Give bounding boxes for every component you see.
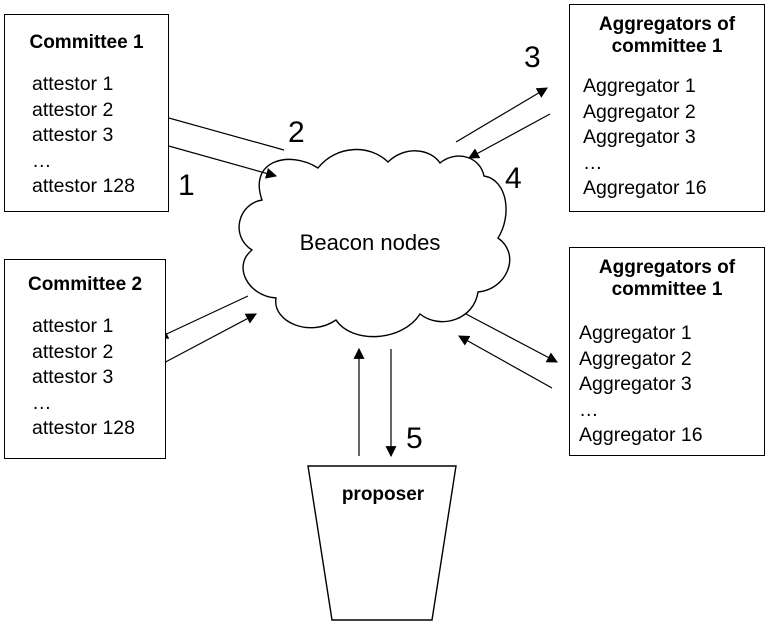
proposer-shape — [307, 465, 457, 621]
arrow-cloud-to-committee-1 — [156, 112, 285, 151]
aggregator-item-ellipsis: … — [579, 398, 599, 421]
committee-2-member: attestor 3 — [32, 366, 114, 388]
aggregator-item: Aggregator 16 — [579, 424, 703, 446]
aggregators-top-title-line-1: Aggregators of — [598, 14, 736, 35]
aggregator-item: Aggregator 1 — [583, 75, 696, 97]
committee-2-member: attestor 2 — [32, 340, 114, 363]
committee-1-member: attestor 128 — [32, 175, 135, 197]
committee-1-box: Committee 1 attestor 1 attestor 2 attest… — [4, 14, 169, 212]
aggregator-item: Aggregator 1 — [579, 322, 692, 344]
step-1-label: 1 — [178, 169, 195, 202]
aggregator-item: Aggregator 2 — [579, 347, 692, 370]
arrow-aggregators-top-to-cloud — [468, 113, 551, 159]
arrow-committee-1-to-cloud — [157, 142, 278, 179]
committee-1-member: attestor 2 — [32, 98, 114, 121]
committee-1-members: attestor 1 attestor 2 attestor 3 … attes… — [32, 72, 135, 200]
step-3-label: 3 — [524, 41, 541, 74]
aggregator-item: Aggregator 2 — [583, 100, 696, 123]
aggregators-bottom-members: Aggregator 1 Aggregator 2 Aggregator 3 …… — [579, 321, 703, 449]
aggregator-item-ellipsis: … — [583, 151, 603, 174]
aggregator-item: Aggregator 3 — [579, 373, 692, 395]
aggregators-bottom-title-line-2: committee 1 — [611, 279, 723, 300]
proposer-label: proposer — [341, 484, 425, 505]
arrow-cloud-to-committee-2 — [157, 295, 249, 339]
step-2-label: 2 — [288, 116, 305, 149]
beacon-nodes-label: Beacon nodes — [299, 230, 441, 255]
committee-2-member: attestor 128 — [32, 417, 135, 439]
committee-2-title: Committee 2 — [27, 274, 143, 295]
committee-1-member-ellipsis: … — [32, 149, 52, 172]
step-4-label: 4 — [505, 162, 522, 195]
committee-2-member-ellipsis: … — [32, 391, 52, 414]
committee-1-title: Committee 1 — [29, 32, 144, 53]
beacon-nodes-cloud — [238, 148, 511, 338]
arrow-cloud-to-aggregators-bottom — [465, 313, 558, 363]
aggregators-bottom-title-line-1: Aggregators of — [598, 257, 736, 278]
aggregators-top-box: Aggregators of committee 1 Aggregator 1 … — [569, 4, 765, 212]
step-5-label: 5 — [406, 422, 423, 455]
committee-1-member: attestor 1 — [32, 73, 114, 95]
arrow-committee-2-to-cloud — [157, 313, 257, 367]
aggregators-top-title: Aggregators of committee 1 — [570, 14, 764, 58]
committee-2-box: Committee 2 attestor 1 attestor 2 attest… — [4, 259, 166, 459]
aggregators-bottom-title: Aggregators of committee 1 — [570, 257, 764, 301]
aggregator-item: Aggregator 16 — [583, 177, 707, 199]
committee-2-members: attestor 1 attestor 2 attestor 3 … attes… — [32, 314, 135, 442]
committee-2-member: attestor 1 — [32, 315, 114, 337]
aggregator-item: Aggregator 3 — [583, 126, 696, 148]
arrow-aggregators-bottom-to-cloud — [458, 335, 553, 389]
committee-1-member: attestor 3 — [32, 124, 114, 146]
aggregators-top-title-line-2: committee 1 — [611, 36, 723, 57]
aggregators-top-members: Aggregator 1 Aggregator 2 Aggregator 3 …… — [583, 74, 707, 202]
aggregators-bottom-box: Aggregators of committee 1 Aggregator 1 … — [569, 247, 765, 456]
arrow-cloud-to-aggregators-top — [455, 87, 548, 143]
